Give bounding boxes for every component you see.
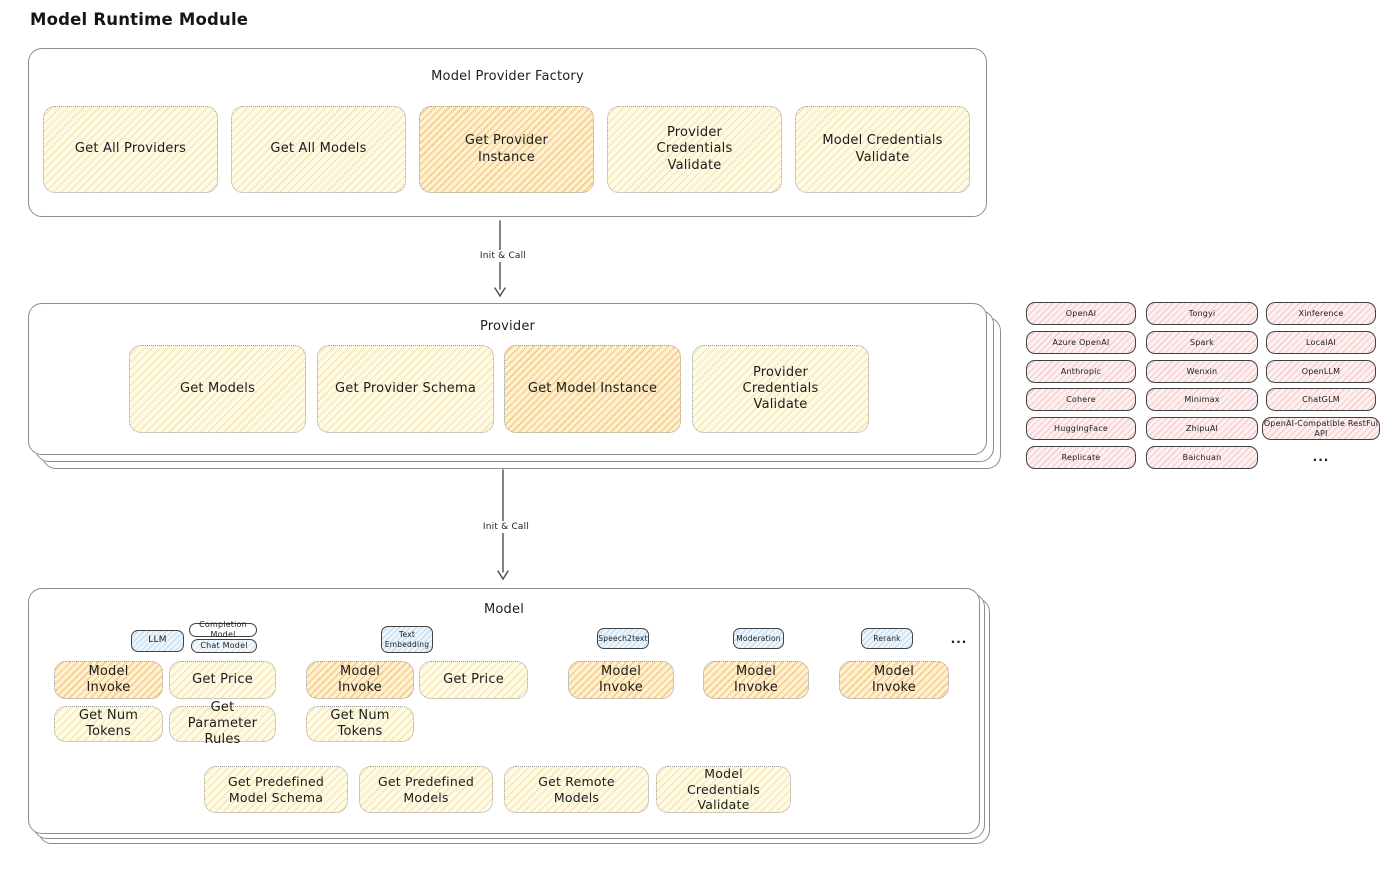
provider-chip-chatglm: ChatGLM bbox=[1266, 388, 1376, 411]
model-type-tab-llm: LLM bbox=[131, 630, 184, 652]
provider-chip-azure-openai: Azure OpenAI bbox=[1026, 331, 1136, 354]
model-type-tab-text-embedding: Text Embedding bbox=[381, 626, 433, 653]
provider-method-get-provider-schema: Get Provider Schema bbox=[317, 345, 494, 433]
text-embedding-get-num-tokens: Get Num Tokens bbox=[306, 706, 414, 742]
model-type-tab-completion-model: Completion Model bbox=[189, 620, 257, 639]
provider-method-provider-credentials-validate: Provider Credentials Validate bbox=[692, 345, 869, 433]
provider-chip-xinference: Xinference bbox=[1266, 302, 1376, 325]
model-type-tab-speech2text: Speech2text bbox=[597, 628, 649, 649]
model-get-predefined-models: Get Predefined Models bbox=[359, 766, 493, 813]
diagram-title: Model Runtime Module bbox=[30, 10, 249, 29]
provider-title: Provider bbox=[479, 319, 536, 334]
model-type-tab-chat-model: Chat Model bbox=[191, 639, 257, 653]
llm-model-invoke: Model Invoke bbox=[54, 661, 163, 699]
provider-method-get-model-instance: Get Model Instance bbox=[504, 345, 681, 433]
arrow-label-init-call-1: Init & Call bbox=[470, 250, 536, 262]
provider-chip-openai: OpenAI bbox=[1026, 302, 1136, 325]
factory-method-get-all-models: Get All Models bbox=[231, 106, 406, 193]
speech2text-model-invoke: Model Invoke bbox=[568, 661, 674, 699]
model-box: Model LLM Completion Model Chat Model Te… bbox=[28, 588, 980, 834]
rerank-model-invoke: Model Invoke bbox=[839, 661, 949, 699]
model-credentials-validate: Model Credentials Validate bbox=[656, 766, 791, 813]
arrow-label-init-call-2: Init & Call bbox=[470, 521, 542, 533]
model-get-remote-models: Get Remote Models bbox=[504, 766, 649, 813]
provider-list: OpenAI Azure OpenAI Anthropic Cohere Hug… bbox=[1026, 302, 1380, 472]
text-embedding-model-invoke: Model Invoke bbox=[306, 661, 414, 699]
provider-chip-localai: LocalAI bbox=[1266, 331, 1376, 354]
text-embedding-get-price: Get Price bbox=[419, 661, 528, 699]
model-type-tab-moderation: Moderation bbox=[733, 628, 784, 649]
factory-box: Model Provider Factory Get All Providers… bbox=[28, 48, 987, 217]
provider-chip-spark: Spark bbox=[1146, 331, 1258, 354]
provider-method-get-models: Get Models bbox=[129, 345, 306, 433]
provider-box: Provider Get Models Get Provider Schema … bbox=[28, 303, 987, 455]
model-type-tab-rerank: Rerank bbox=[861, 628, 913, 649]
model-title: Model bbox=[483, 602, 525, 617]
factory-method-get-all-providers: Get All Providers bbox=[43, 106, 218, 193]
provider-chip-anthropic: Anthropic bbox=[1026, 360, 1136, 383]
provider-chip-cohere: Cohere bbox=[1026, 388, 1136, 411]
provider-chip-openllm: OpenLLM bbox=[1266, 360, 1376, 383]
factory-method-provider-credentials-validate: Provider Credentials Validate bbox=[607, 106, 782, 193]
model-get-predefined-model-schema: Get Predefined Model Schema bbox=[204, 766, 348, 813]
moderation-model-invoke: Model Invoke bbox=[703, 661, 809, 699]
provider-chip-huggingface: HuggingFace bbox=[1026, 417, 1136, 440]
provider-chip-replicate: Replicate bbox=[1026, 446, 1136, 469]
provider-chip-baichuan: Baichuan bbox=[1146, 446, 1258, 469]
llm-get-num-tokens: Get Num Tokens bbox=[54, 706, 163, 742]
provider-list-ellipsis: ... bbox=[1312, 450, 1330, 464]
factory-method-model-credentials-validate: Model Credentials Validate bbox=[795, 106, 970, 193]
provider-chip-tongyi: Tongyi bbox=[1146, 302, 1258, 325]
factory-title: Model Provider Factory bbox=[431, 69, 584, 84]
provider-chip-openai-compatible-restful-api: OpenAI-Compatible RestFul API bbox=[1262, 417, 1380, 440]
factory-method-get-provider-instance: Get Provider Instance bbox=[419, 106, 594, 193]
provider-chip-zhipuai: ZhipuAI bbox=[1146, 417, 1258, 440]
model-type-ellipsis: ... bbox=[950, 631, 968, 646]
provider-chip-minimax: Minimax bbox=[1146, 388, 1258, 411]
llm-get-price: Get Price bbox=[169, 661, 276, 699]
provider-chip-wenxin: Wenxin bbox=[1146, 360, 1258, 383]
llm-get-parameter-rules: Get Parameter Rules bbox=[169, 700, 276, 747]
